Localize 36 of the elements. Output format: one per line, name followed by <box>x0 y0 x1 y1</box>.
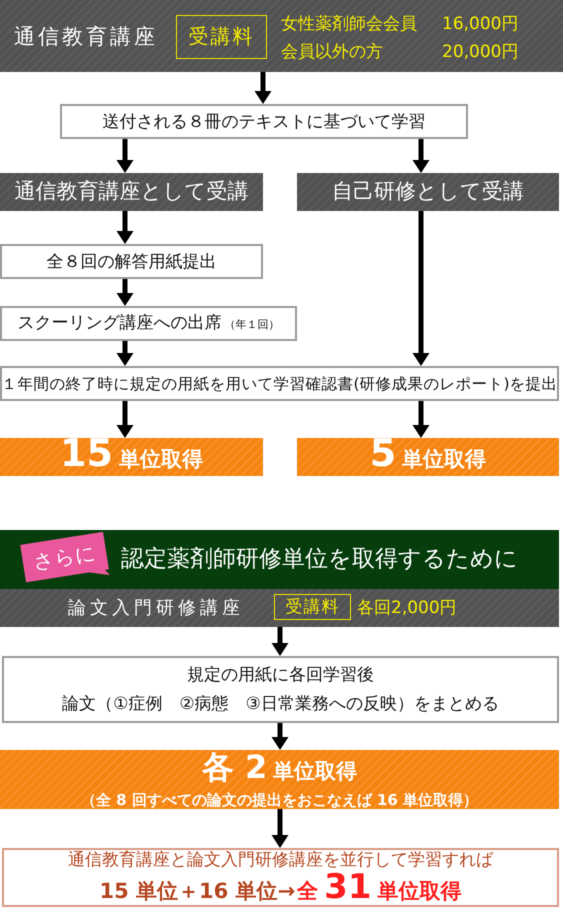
member-type-text: 会員以外の方 <box>281 40 383 64</box>
label-box: 受講料 <box>274 594 351 620</box>
fee-amount: 20,000円 <box>442 40 518 64</box>
arrow <box>116 279 134 306</box>
process-box: 送付される８冊のテキストに基づいて学習 <box>60 104 468 139</box>
label-box: 受講料 <box>176 15 267 59</box>
result-band: 各 2 単位取得 （全 8 回すべての論文の提出をおこなえば 16 単位取得） <box>0 750 559 809</box>
arrow <box>272 627 288 656</box>
header-band: 通信教育講座として受講 <box>0 173 263 211</box>
header-band <box>0 589 559 627</box>
heading-title: 認定薬剤師研修単位を取得するために <box>121 546 518 572</box>
process-box: １年間の終了時に規定の用紙を用いて学習確認書(研修成果のレポート)を提出 <box>0 366 559 401</box>
process-box: 規定の用紙に各回学習後 論文（①症例 ②病態 ③日常業務への反映）をまとめる <box>2 656 559 723</box>
arrow <box>412 211 430 366</box>
arrow <box>116 341 134 366</box>
result-band: 15 単位取得 <box>0 438 263 476</box>
fee-amount: 各回2,000円 <box>357 596 457 620</box>
arrow <box>116 401 134 438</box>
arrow <box>116 139 134 173</box>
arrow <box>412 401 430 438</box>
header-title: 論文入門研修講座 <box>68 596 244 620</box>
result-band: 5 単位取得 <box>297 438 559 476</box>
header-band: 自己研修として受講 <box>297 173 559 211</box>
arrow <box>412 139 430 173</box>
arrow <box>272 809 288 848</box>
header-band <box>0 0 563 72</box>
process-box: スクーリング講座への出席 （年１回） <box>0 306 297 341</box>
arrow <box>254 72 272 104</box>
arrow <box>272 723 288 750</box>
summary-box: 通信教育講座と論文入門研修講座を並行して学習すれば 15 単位＋16 単位→全 31 単位取得 <box>2 848 559 907</box>
arrow <box>116 211 134 244</box>
fee-amount: 16,000円 <box>442 12 518 36</box>
header-title: 通信教育講座 <box>14 23 158 50</box>
heading-band <box>0 530 559 589</box>
member-type-text: 女性薬剤師会会員 <box>281 12 417 36</box>
process-box: 全８回の解答用紙提出 <box>0 244 263 279</box>
